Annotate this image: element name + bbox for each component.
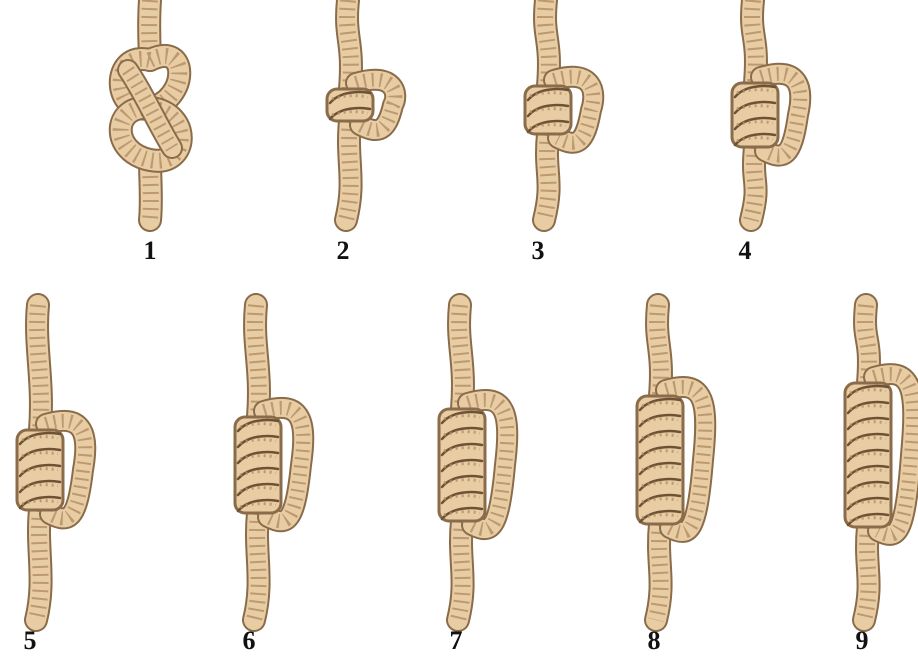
knot-9 [845,305,913,620]
knot-7 [439,305,507,620]
knot-label-2: 2 [337,238,350,264]
knot-2 [327,0,395,220]
knot-label-5: 5 [24,628,37,654]
knot-label-7: 7 [450,628,463,654]
knot-label-9: 9 [856,628,869,654]
knot-label-3: 3 [532,238,545,264]
knot-6 [235,305,303,620]
knot-label-4: 4 [739,238,752,264]
knot-label-1: 1 [144,238,157,264]
knot-4 [732,0,800,220]
knot-label-8: 8 [648,628,661,654]
knot-8 [637,305,705,620]
knot-3 [525,0,593,220]
knot-label-6: 6 [243,628,256,654]
knot-1 [121,0,181,220]
knot-5 [17,305,85,620]
